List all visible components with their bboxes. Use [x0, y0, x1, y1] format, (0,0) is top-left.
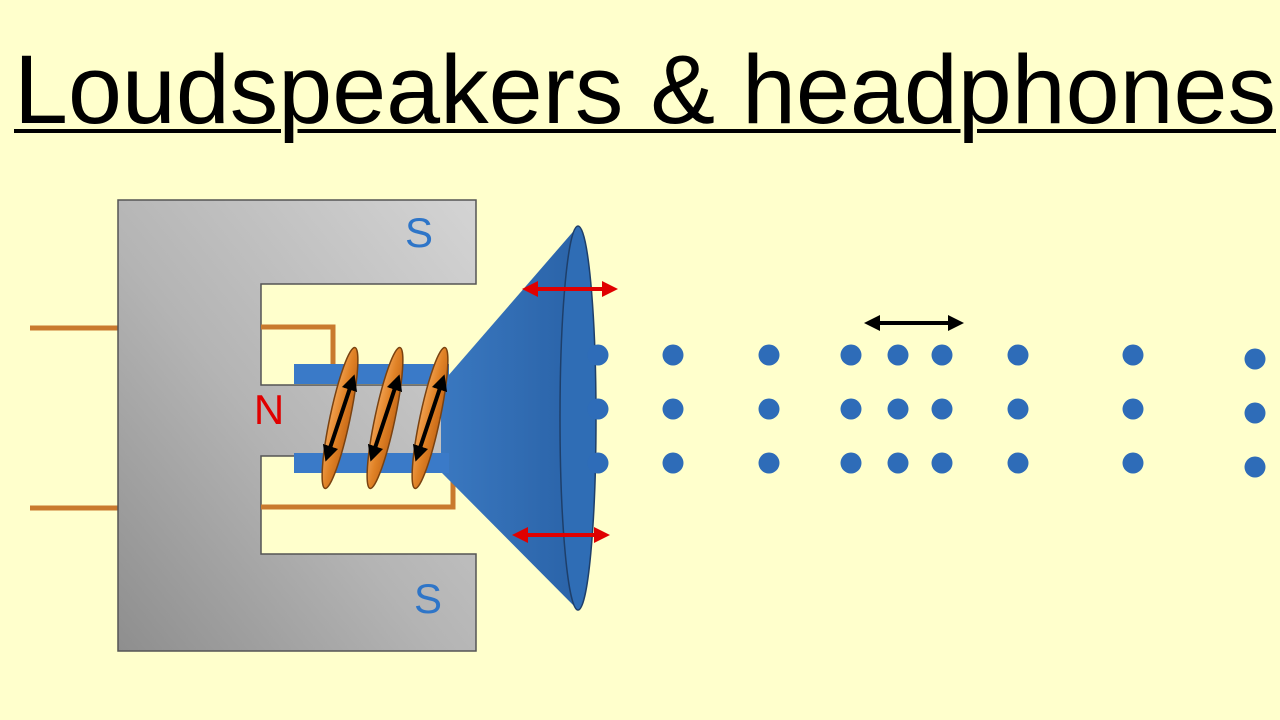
air-particles — [587, 344, 1266, 478]
air-particle — [1007, 452, 1029, 474]
air-particle — [1122, 452, 1144, 474]
air-particle — [662, 344, 684, 366]
air-particle — [758, 344, 780, 366]
air-particle — [1244, 402, 1266, 424]
coil-current-arrows — [322, 374, 448, 462]
south-pole-label-top: S — [405, 209, 433, 256]
air-particle — [662, 398, 684, 420]
air-particle — [758, 452, 780, 474]
air-particle — [587, 452, 609, 474]
page-title: Loudspeakers & headphones — [14, 35, 1276, 144]
air-particle — [840, 344, 862, 366]
air-particle — [931, 398, 953, 420]
air-particle — [587, 344, 609, 366]
air-particle — [1244, 348, 1266, 370]
air-particle — [1007, 344, 1029, 366]
air-particle — [662, 452, 684, 474]
speaker-cone — [441, 225, 597, 611]
air-particle — [840, 398, 862, 420]
air-particle — [931, 452, 953, 474]
cone-vibration-arrows — [512, 281, 618, 543]
air-particle — [587, 398, 609, 420]
air-particle — [931, 344, 953, 366]
air-particle — [1122, 344, 1144, 366]
north-pole-label: N — [254, 386, 284, 433]
air-particle — [1244, 456, 1266, 478]
air-particle — [887, 452, 909, 474]
air-particle — [1122, 398, 1144, 420]
air-particle — [1007, 398, 1029, 420]
air-particle — [840, 452, 862, 474]
air-particle — [758, 398, 780, 420]
air-particle — [887, 344, 909, 366]
south-pole-label-bottom: S — [414, 575, 442, 622]
air-particle — [887, 398, 909, 420]
lead-wires — [30, 325, 120, 511]
